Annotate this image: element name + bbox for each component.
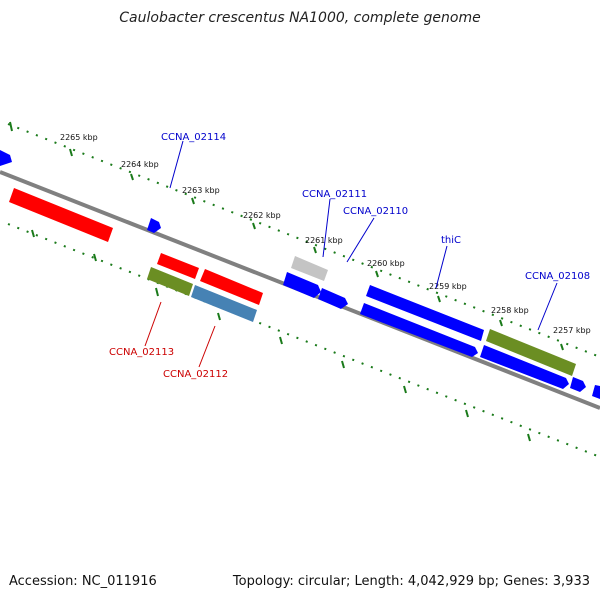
gene-blue-2[interactable] xyxy=(318,288,348,309)
gene-blue-6[interactable] xyxy=(570,377,586,392)
gene-steelblue[interactable] xyxy=(191,285,257,322)
gene-label-thic[interactable]: thiC xyxy=(441,235,461,246)
gene-label-ccna-02110[interactable]: CCNA_02110 xyxy=(343,206,408,217)
gene-red-left-1[interactable] xyxy=(9,188,113,242)
genome-summary-text: Topology: circular; Length: 4,042,929 bp… xyxy=(232,574,590,589)
kbp-label: 2262 kbp xyxy=(243,211,281,220)
gene-blue-5[interactable] xyxy=(480,345,569,389)
kbp-label: 2263 kbp xyxy=(182,186,220,195)
kbp-label: 2257 kbp xyxy=(553,326,591,335)
kbp-label: 2261 kbp xyxy=(305,236,343,245)
gene-label-ccna-02112[interactable]: CCNA_02112 xyxy=(163,369,228,380)
gene-label-ccna-02113[interactable]: CCNA_02113 xyxy=(109,347,174,358)
gene-blue-1[interactable] xyxy=(283,272,321,298)
gene-blue-7[interactable] xyxy=(592,385,600,399)
gene-blue-4[interactable] xyxy=(360,303,478,357)
gene-labels: CCNA_02114 CCNA_02111 CCNA_02110 thiC CC… xyxy=(109,132,590,380)
gene-red-2[interactable] xyxy=(157,253,199,279)
gene-label-ccna-02111[interactable]: CCNA_02111 xyxy=(302,189,367,200)
gene-red-3[interactable] xyxy=(200,269,263,305)
gene-olive-1[interactable] xyxy=(147,267,193,296)
kbp-label: 2264 kbp xyxy=(121,160,159,169)
gene-grey[interactable] xyxy=(291,256,328,281)
kbp-label: 2259 kbp xyxy=(429,282,467,291)
forward-genes xyxy=(0,150,600,399)
upper-tick-track xyxy=(7,123,600,358)
accession-text: Accession: NC_011916 xyxy=(9,574,157,589)
kbp-label: 2265 kbp xyxy=(60,133,98,142)
gene-blue-top-left[interactable] xyxy=(0,150,12,166)
misc-genes xyxy=(147,256,328,322)
lower-major-ticks xyxy=(31,229,531,442)
gene-olive-2[interactable] xyxy=(486,329,576,376)
kbp-label: 2258 kbp xyxy=(491,306,529,315)
kbp-label: 2260 kbp xyxy=(367,259,405,268)
gene-label-ccna-02108[interactable]: CCNA_02108 xyxy=(525,271,590,282)
label-connectors xyxy=(144,140,558,368)
kbp-labels: 2265 kbp 2264 kbp 2263 kbp 2262 kbp 2261… xyxy=(60,133,591,335)
map-title: Caulobacter crescentus NA1000, complete … xyxy=(119,10,481,26)
gene-blue-small[interactable] xyxy=(147,218,161,233)
lower-tick-track xyxy=(7,223,600,458)
reverse-genes xyxy=(9,188,263,305)
gene-label-ccna-02114[interactable]: CCNA_02114 xyxy=(161,132,226,143)
upper-major-ticks xyxy=(9,121,564,351)
gene-blue-thiC[interactable] xyxy=(366,285,484,341)
